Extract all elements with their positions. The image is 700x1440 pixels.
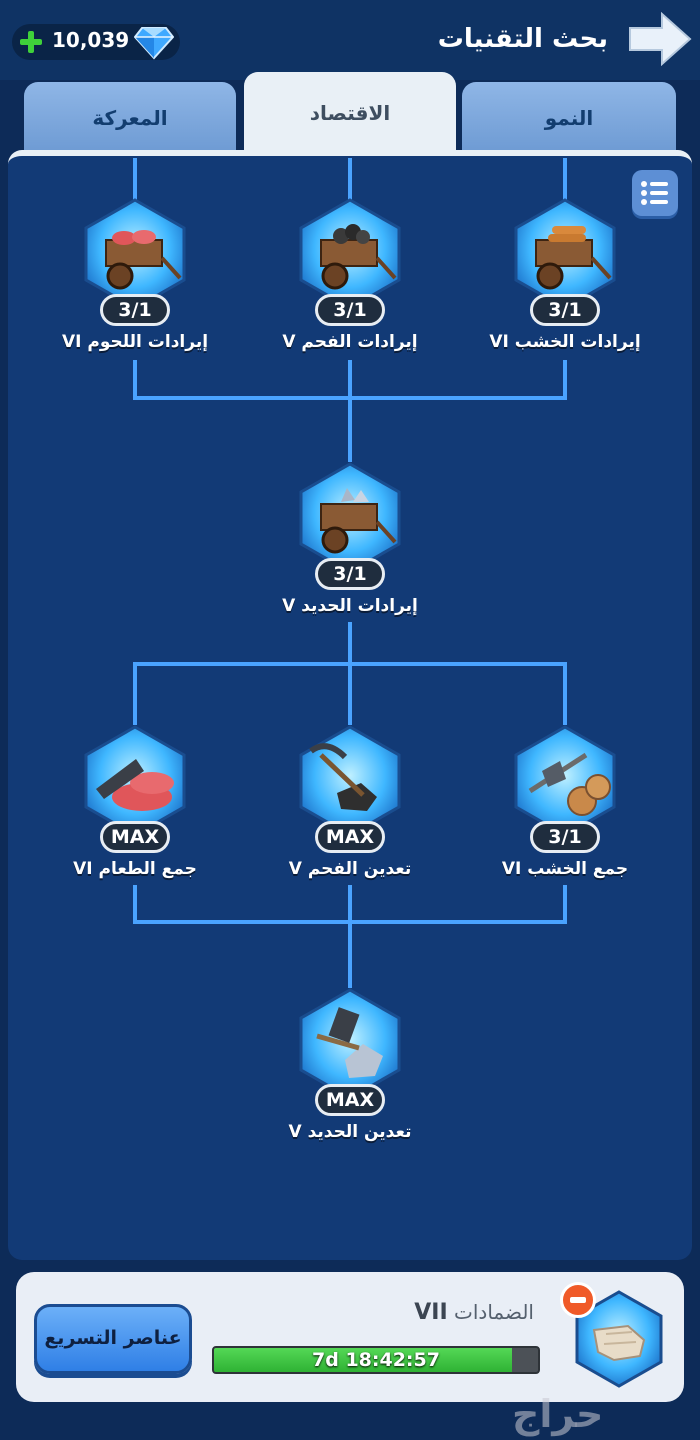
tech-node-coal-revenue[interactable]: 3/1 إيرادات الفحم V xyxy=(275,198,425,368)
meat-cart-icon xyxy=(105,230,182,290)
tab-growth[interactable]: النمو xyxy=(462,82,676,154)
diamond-icon xyxy=(134,27,174,60)
wood-cart-icon xyxy=(535,226,612,290)
tab-economy[interactable]: الاقتصاد xyxy=(244,72,456,154)
progress-badge: 3/1 xyxy=(530,821,600,853)
progress-badge: 3/1 xyxy=(530,294,600,326)
tech-label: إيرادات الفحم V xyxy=(282,332,418,352)
watermark: حراج xyxy=(512,1392,604,1436)
list-menu-button[interactable] xyxy=(632,170,678,216)
tech-label: إيرادات الخشب VI xyxy=(489,332,641,352)
research-level: VII xyxy=(414,1300,448,1325)
tech-label: إيرادات الحديد V xyxy=(282,596,418,616)
iron-cart-icon xyxy=(320,488,397,554)
list-icon xyxy=(641,181,668,205)
hammer-iron-icon xyxy=(316,1007,383,1078)
arrow-right-icon[interactable] xyxy=(628,12,692,66)
progress-badge: MAX xyxy=(315,1084,385,1116)
research-title: الضمادات xyxy=(447,1300,534,1324)
tech-label: إيرادات اللحوم VI xyxy=(61,332,209,352)
research-timer: 7d 18:42:57 xyxy=(312,1349,440,1371)
tech-label: تعدين الحديد V xyxy=(288,1122,412,1142)
progress-badge: 3/1 xyxy=(315,294,385,326)
tech-node-iron-mining[interactable]: MAX تعدين الحديد V xyxy=(275,988,425,1158)
progress-badge: MAX xyxy=(100,821,170,853)
tech-node-food-gathering[interactable]: MAX جمع الطعام VI xyxy=(60,725,210,895)
tech-label: جمع الخشب VI xyxy=(501,859,629,879)
tab-battle[interactable]: المعركة xyxy=(24,82,236,154)
tech-node-iron-revenue[interactable]: 3/1 إيرادات الحديد V xyxy=(275,462,425,632)
coal-cart-icon xyxy=(320,224,397,290)
progress-badge: MAX xyxy=(315,821,385,853)
axe-logs-icon xyxy=(528,752,611,816)
page-title: بحث التقنيات xyxy=(437,24,608,54)
tech-node-wood-gathering[interactable]: 3/1 جمع الخشب VI xyxy=(490,725,640,895)
plus-icon[interactable] xyxy=(20,31,42,53)
cleaver-meat-icon xyxy=(96,759,174,811)
research-progress-bar: 7d 18:42:57 xyxy=(212,1346,540,1374)
gem-count: 10,039 xyxy=(52,28,130,52)
cancel-research-button[interactable] xyxy=(560,1282,596,1318)
tech-node-coal-mining[interactable]: MAX تعدين الفحم V xyxy=(275,725,425,895)
research-progress-fill xyxy=(214,1348,513,1372)
tech-node-meat-revenue[interactable]: 3/1 إيرادات اللحوم VI xyxy=(60,198,210,368)
tech-label: جمع الطعام VI xyxy=(73,859,197,879)
progress-badge: 3/1 xyxy=(315,558,385,590)
progress-badge: 3/1 xyxy=(100,294,170,326)
speedup-items-button[interactable]: عناصر التسريع xyxy=(34,1304,192,1374)
bandaged-hand-icon[interactable] xyxy=(574,1290,664,1388)
current-research-name: الضمادات VII xyxy=(414,1300,534,1325)
tech-node-wood-revenue[interactable]: 3/1 إيرادات الخشب VI xyxy=(489,198,641,368)
tech-label: تعدين الفحم V xyxy=(288,859,412,879)
pickaxe-coal-icon xyxy=(309,743,377,811)
